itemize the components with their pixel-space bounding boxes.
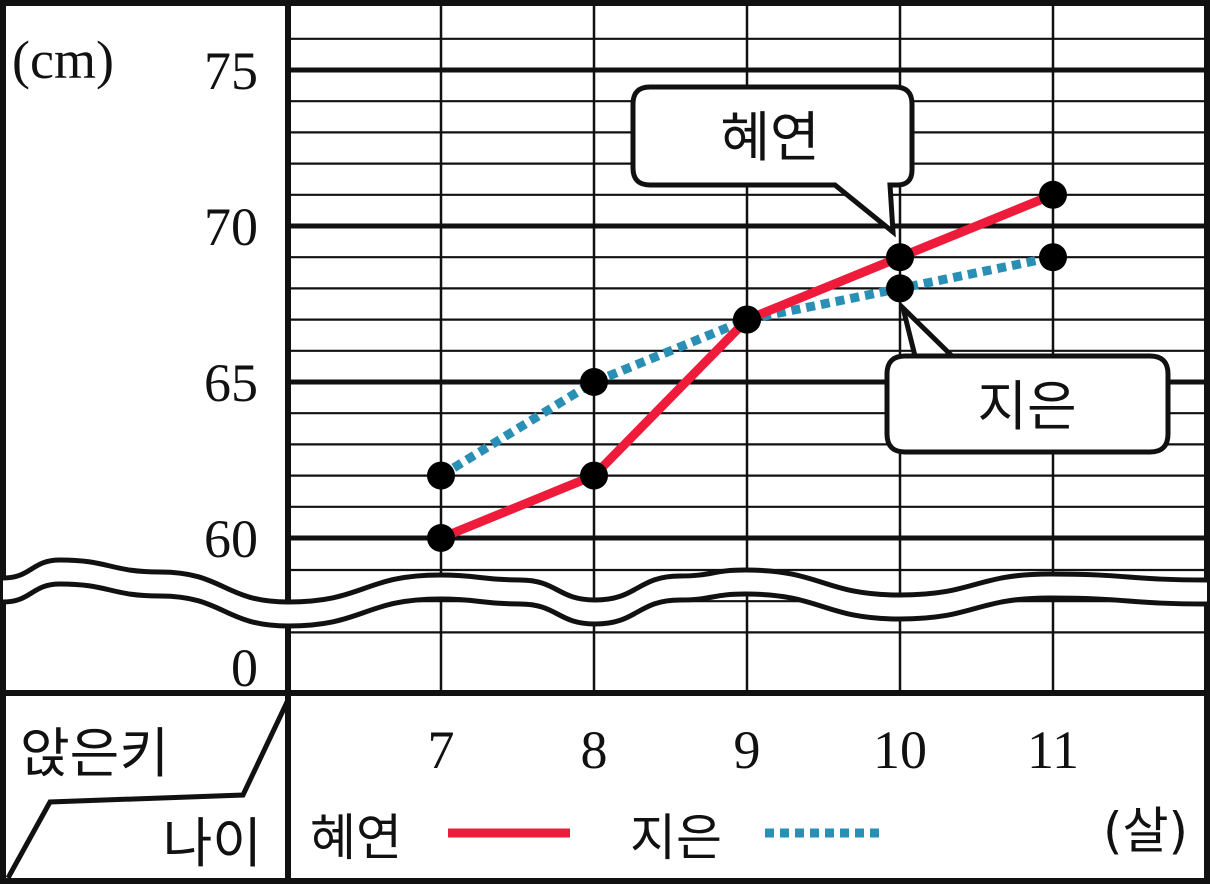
data-point-hyeyeon-10 — [886, 243, 914, 272]
legend: 혜연 지은 — [310, 809, 885, 867]
x-tick-8: 8 — [581, 720, 608, 780]
x-tick-10: 10 — [873, 720, 927, 780]
data-point-hyeyeon-8 — [580, 461, 608, 490]
x-tick-7: 7 — [428, 720, 455, 780]
corner-diagonal — [5, 698, 291, 880]
y-tick-labels: 60 65 70 75 — [204, 41, 258, 569]
data-point-jieun-10 — [886, 274, 914, 303]
axis-break — [2, 557, 1208, 629]
x-unit: (살) — [1103, 802, 1188, 860]
x-tick-11: 11 — [1027, 720, 1079, 780]
y-tick-0: 0 — [231, 638, 258, 698]
data-point-hyeyeon-11 — [1039, 180, 1067, 209]
y-tick-65: 65 — [204, 353, 258, 413]
data-point-jieun-9 — [733, 305, 761, 334]
y-unit: (cm) — [12, 30, 114, 90]
data-point-jieun-11 — [1039, 243, 1067, 272]
data-point-jieun-8 — [580, 368, 608, 396]
callout-hyeyeon-label: 혜연 — [720, 106, 819, 169]
x-tick-labels: 7 8 9 10 11 — [428, 720, 1080, 780]
data-point-hyeyeon-7 — [427, 524, 455, 552]
y-tick-75: 75 — [204, 41, 258, 101]
callout-hyeyeon-bubble — [630, 84, 915, 238]
corner-label-bottom: 나이 — [163, 812, 262, 875]
callout-jieun-label: 지은 — [977, 375, 1076, 438]
points-layer — [427, 180, 1067, 552]
grid-lines — [3, 3, 1207, 881]
corner-label-top: 앉은키 — [20, 722, 169, 785]
y-tick-70: 70 — [204, 197, 258, 257]
legend-hyeyeon-label: 혜연 — [310, 809, 402, 867]
legend-jieun-label: 지은 — [630, 809, 722, 867]
y-tick-60: 60 — [204, 509, 258, 569]
data-point-jieun-7 — [427, 461, 455, 490]
x-tick-9: 9 — [734, 720, 761, 780]
callout-hyeyeon: 혜연 — [630, 84, 915, 238]
callout-jieun: 지은 — [884, 300, 1171, 455]
callout-jieun-bubble — [884, 300, 1171, 455]
